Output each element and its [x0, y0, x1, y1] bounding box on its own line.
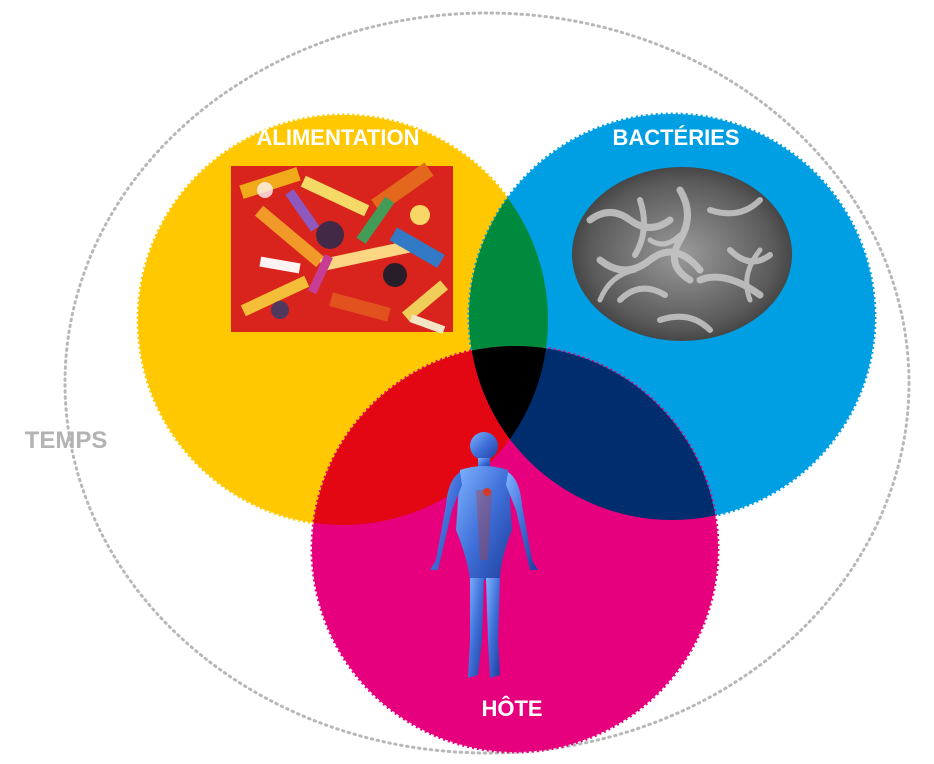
- bacteria-label: BACTÉRIES: [612, 125, 739, 150]
- colorful-candy-photo: [231, 163, 453, 334]
- food-label: ALIMENTATION: [257, 125, 420, 150]
- time-label: TEMPS: [25, 427, 108, 454]
- host-label: HÔTE: [481, 696, 542, 721]
- bacteria-microscopy-photo: [572, 167, 792, 341]
